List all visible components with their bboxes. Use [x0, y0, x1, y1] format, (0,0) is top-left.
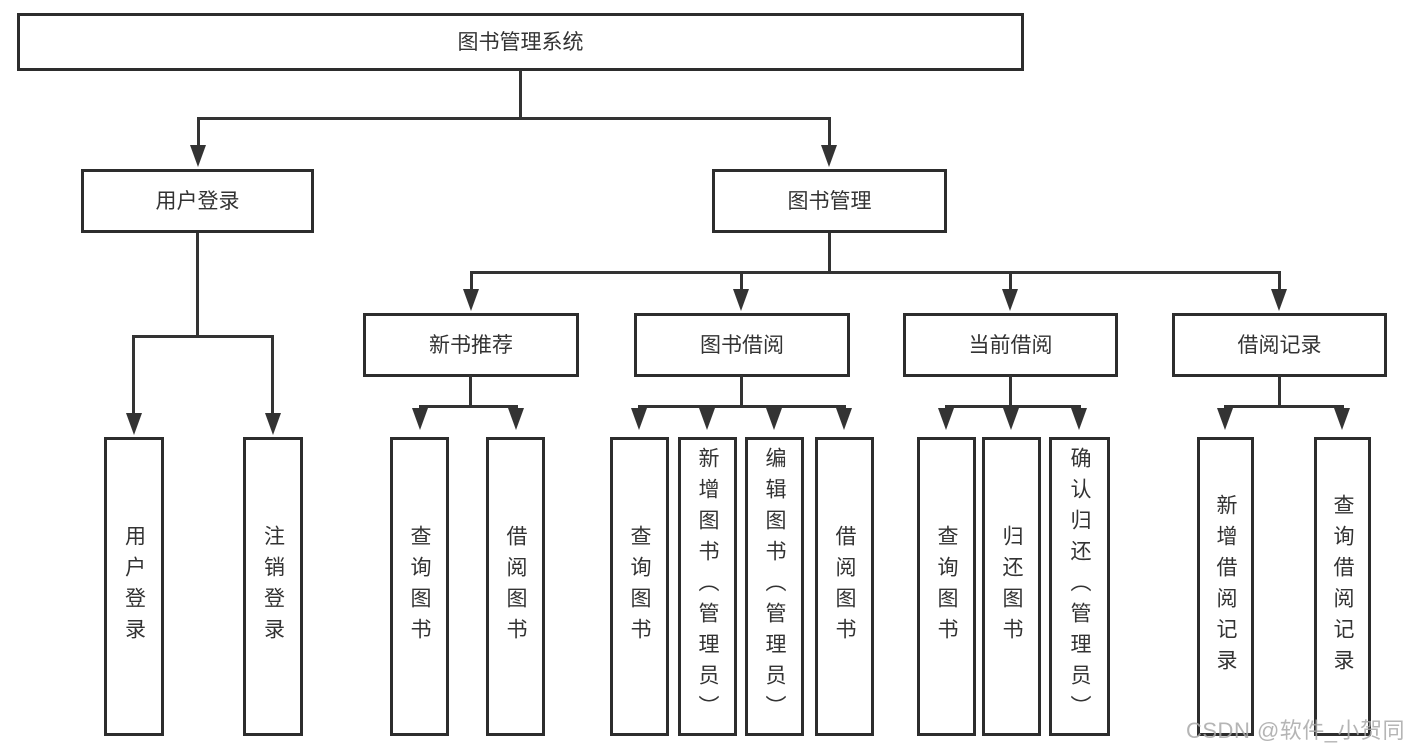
connector-line — [1278, 375, 1281, 408]
connector-line — [197, 117, 200, 148]
arrow-down-icon — [766, 408, 782, 430]
leaf-user-login: 用户登录 — [104, 437, 164, 736]
connector-line — [132, 335, 274, 338]
connector-line — [945, 405, 1081, 408]
leaf-query-books-recommend: 查询图书 — [390, 437, 449, 736]
arrow-down-icon — [190, 145, 206, 167]
connector-line — [740, 375, 743, 408]
arrow-down-icon — [699, 408, 715, 430]
arrow-down-icon — [1271, 289, 1287, 311]
arrow-down-icon — [265, 413, 281, 435]
connector-line — [469, 375, 472, 408]
leaf-borrow-books: 借阅图书 — [815, 437, 874, 736]
arrow-down-icon — [836, 408, 852, 430]
connector-line — [828, 233, 831, 273]
node-user-login: 用户登录 — [81, 169, 314, 233]
arrow-down-icon — [412, 408, 428, 430]
node-current-borrowing: 当前借阅 — [903, 313, 1118, 377]
connector-line — [1009, 375, 1012, 408]
node-library-system-root: 图书管理系统 — [17, 13, 1024, 71]
watermark: CSDN @软件_小贺同学 — [1186, 718, 1405, 743]
arrow-down-icon — [938, 408, 954, 430]
arrow-down-icon — [126, 413, 142, 435]
connector-line — [519, 70, 522, 120]
connector-line — [419, 405, 518, 408]
arrow-down-icon — [631, 408, 647, 430]
arrow-down-icon — [1071, 408, 1087, 430]
arrow-down-icon — [1003, 408, 1019, 430]
arrow-down-icon — [821, 145, 837, 167]
connector-line — [470, 271, 473, 291]
connector-line — [197, 117, 831, 120]
connector-line — [1278, 271, 1281, 291]
leaf-query-borrow-record: 查询借阅记录 — [1314, 437, 1371, 736]
arrow-down-icon — [463, 289, 479, 311]
arrow-down-icon — [508, 408, 524, 430]
leaf-logout: 注销登录 — [243, 437, 303, 736]
connector-line — [828, 117, 831, 148]
arrow-down-icon — [1334, 408, 1350, 430]
arrow-down-icon — [1217, 408, 1233, 430]
leaf-borrow-books-recommend: 借阅图书 — [486, 437, 545, 736]
node-book-borrowing: 图书借阅 — [634, 313, 850, 377]
arrow-down-icon — [1002, 289, 1018, 311]
leaf-add-books-admin: 新增图书（管理员） — [678, 437, 737, 736]
node-new-book-recommend: 新书推荐 — [363, 313, 579, 377]
connector-line — [740, 271, 743, 291]
connector-line — [132, 335, 135, 415]
connector-line — [1224, 405, 1344, 408]
leaf-confirm-return-admin: 确认归还（管理员） — [1049, 437, 1110, 736]
connector-line — [1009, 271, 1012, 291]
node-borrowing-records: 借阅记录 — [1172, 313, 1387, 377]
leaf-query-books-borrow: 查询图书 — [610, 437, 669, 736]
leaf-add-borrow-record: 新增借阅记录 — [1197, 437, 1254, 736]
connector-line — [196, 233, 199, 337]
node-book-management: 图书管理 — [712, 169, 947, 233]
leaf-query-books-current: 查询图书 — [917, 437, 976, 736]
connector-line — [271, 335, 274, 415]
leaf-edit-books-admin: 编辑图书（管理员） — [745, 437, 804, 736]
connector-line — [470, 271, 1281, 274]
arrow-down-icon — [733, 289, 749, 311]
leaf-return-books: 归还图书 — [982, 437, 1041, 736]
connector-line — [638, 405, 846, 408]
